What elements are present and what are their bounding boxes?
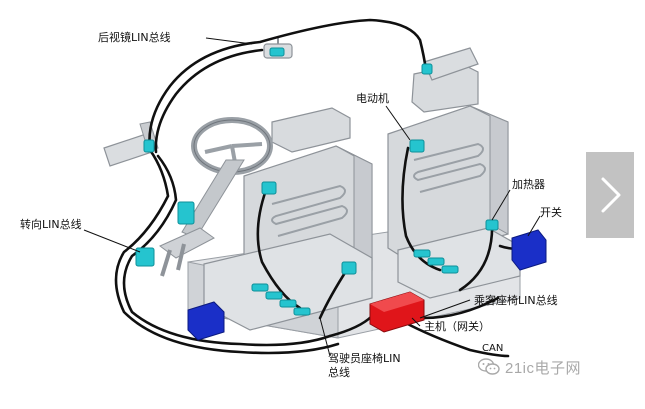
chevron-right-icon [601, 177, 621, 213]
label-rearview-mirror-lin-bus: 后视镜LIN总线 [98, 31, 171, 44]
passenger-seat [387, 63, 521, 299]
label-steering-lin-bus: 转向LIN总线 [20, 218, 82, 231]
label-driver-seat-lin-bus-line2: 总线 [328, 366, 350, 379]
label-leader-lines [83, 37, 541, 357]
gateway-host-box [369, 291, 425, 333]
watermark: 21ic电子网 [478, 355, 581, 379]
switch-boxes [187, 229, 547, 341]
lin-bus-wires [114, 18, 522, 358]
label-heater: 加热器 [512, 178, 545, 191]
label-motor: 电动机 [356, 92, 389, 105]
driver-seat [203, 107, 373, 331]
steering-wheel [159, 117, 273, 277]
watermark-text: 21ic电子网 [505, 359, 582, 377]
next-image-button[interactable] [586, 152, 634, 238]
label-driver-seat-lin-bus-line1: 驾驶员座椅LIN [328, 352, 401, 365]
label-switch: 开关 [540, 206, 562, 219]
label-passenger-seat-lin-bus: 乘客座椅LIN总线 [474, 294, 558, 307]
label-host-gateway: 主机（网关） [424, 320, 490, 333]
lin-modules [135, 47, 499, 316]
wechat-icon [478, 358, 500, 375]
label-can: CAN [482, 343, 504, 354]
